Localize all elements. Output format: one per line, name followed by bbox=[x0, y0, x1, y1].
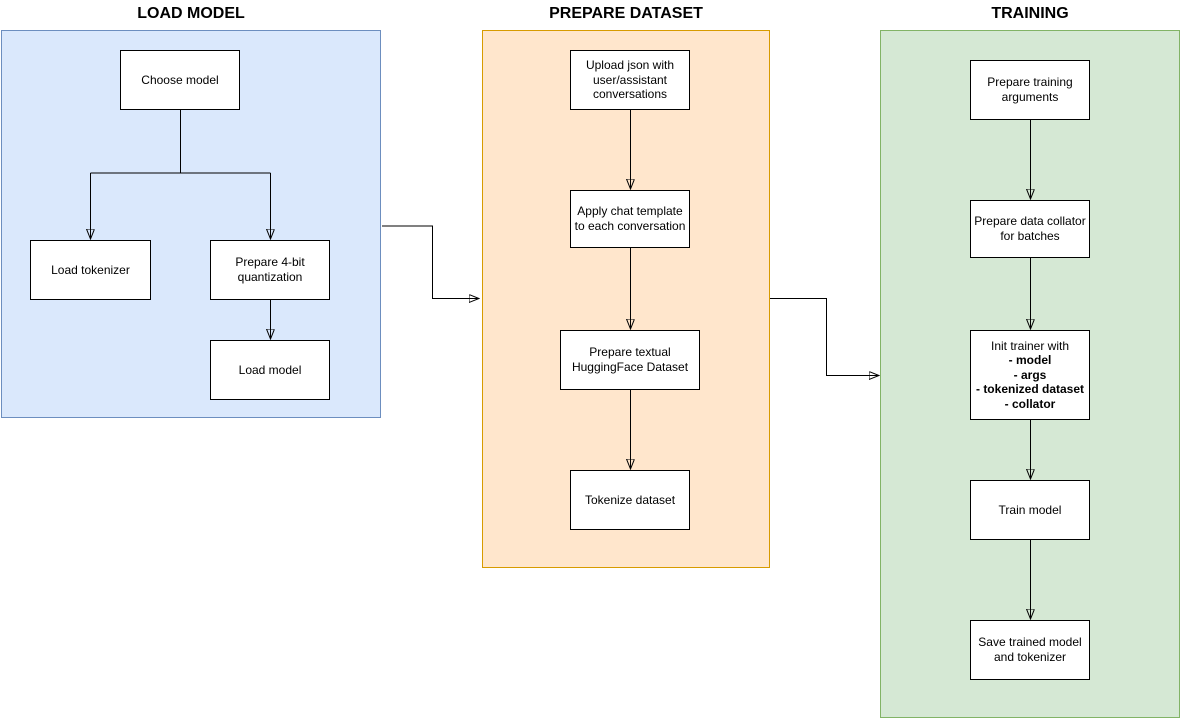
node-train-model: Train model bbox=[970, 480, 1090, 540]
node-prepare-textual: Prepare textual HuggingFace Dataset bbox=[560, 330, 700, 390]
section-title-load-model: LOAD MODEL bbox=[137, 5, 245, 22]
node-load-tokenizer: Load tokenizer bbox=[30, 240, 151, 300]
node-prepare-quantization: Prepare 4-bit quantization bbox=[210, 240, 330, 300]
connector-prepare-dataset-to-training bbox=[770, 298, 879, 376]
node-prepare-training-arguments: Prepare training arguments bbox=[970, 60, 1090, 120]
init-trainer-item-args: - args bbox=[1013, 367, 1047, 382]
node-init-trainer: Init trainer with - model - args - token… bbox=[970, 330, 1090, 420]
node-prepare-data-collator: Prepare data collator for batches bbox=[970, 200, 1090, 258]
section-title-training: TRAINING bbox=[991, 5, 1069, 22]
init-trainer-item-model: - model bbox=[1008, 353, 1052, 368]
init-trainer-item-dataset: - tokenized dataset bbox=[975, 382, 1085, 397]
init-trainer-intro: Init trainer with bbox=[990, 338, 1070, 353]
init-trainer-item-collator: - collator bbox=[1004, 396, 1056, 411]
node-apply-chat-template: Apply chat template to each conversation bbox=[570, 190, 690, 248]
connector-load-model-to-prepare-dataset bbox=[382, 225, 479, 299]
node-tokenize-dataset: Tokenize dataset bbox=[570, 470, 690, 530]
connector-choose-model-branch bbox=[90, 110, 271, 174]
section-title-prepare-dataset: PREPARE DATASET bbox=[549, 5, 703, 22]
node-load-model: Load model bbox=[210, 340, 330, 400]
node-choose-model: Choose model bbox=[120, 50, 240, 110]
node-upload-json: Upload json with user/assistant conversa… bbox=[570, 50, 690, 110]
node-save-trained-model: Save trained model and tokenizer bbox=[970, 620, 1090, 680]
